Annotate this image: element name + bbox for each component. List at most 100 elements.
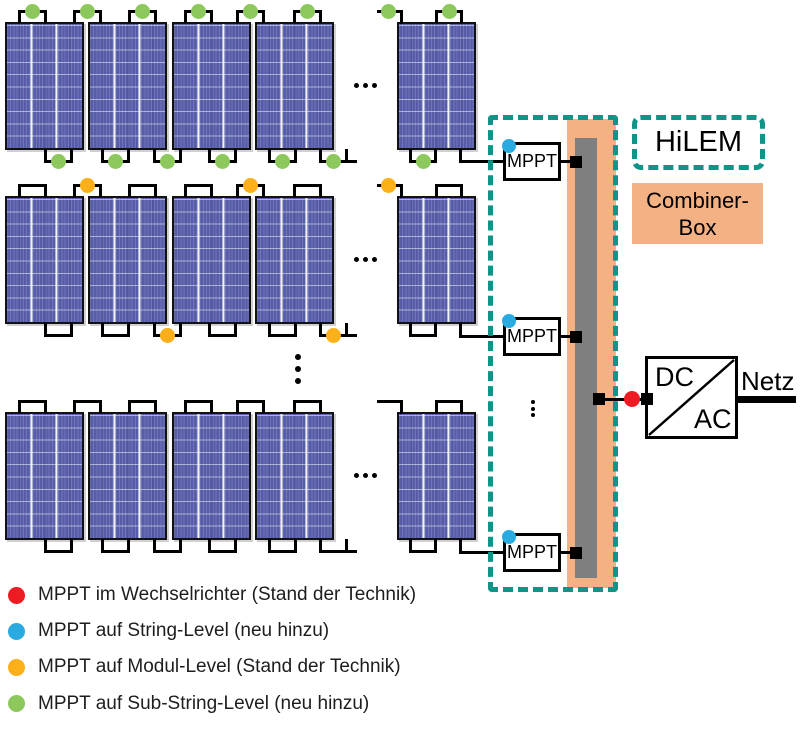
legend-dot	[8, 622, 25, 640]
inverter-dc-label: DC	[655, 362, 694, 392]
substring-mppt-dot	[441, 4, 457, 19]
hilem-label-box: HiLEM	[632, 115, 765, 170]
wiring-bracket-top	[183, 400, 213, 413]
wiring-bracket-bottom	[207, 323, 237, 337]
substring-mppt-dot	[415, 154, 431, 169]
solar-panel	[172, 196, 251, 324]
combiner-box-label-line2: Box	[678, 214, 717, 240]
string-to-mppt-wire	[459, 335, 507, 338]
inverter-mppt-dot	[624, 391, 640, 407]
solar-panel	[255, 22, 334, 150]
substring-mppt-dot	[24, 4, 40, 19]
module-mppt-dot	[79, 178, 95, 193]
wiring-bracket-bottom	[152, 539, 182, 553]
row-continues-ellipsis-dot	[372, 83, 377, 88]
substring-mppt-dot	[325, 154, 341, 169]
combiner-box-label-line1: Combiner-	[646, 187, 749, 213]
wiring-bracket-bottom	[267, 539, 297, 553]
string-to-mppt-wire	[459, 149, 462, 163]
row-continues-ellipsis-dot	[354, 473, 359, 478]
mppt-output-wire	[559, 551, 577, 554]
bus-connector	[570, 546, 582, 559]
module-mppt-dot	[159, 328, 175, 343]
row-continues-ellipsis-dot	[363, 473, 368, 478]
solar-panel	[397, 22, 476, 150]
solar-panel	[5, 412, 84, 540]
legend-dot	[8, 658, 25, 676]
grid-label: Netz	[741, 366, 795, 396]
more-rows-ellipsis-dot	[295, 366, 301, 372]
legend-label: MPPT auf String-Level (neu hinzu)	[38, 620, 330, 642]
substring-mppt-dot	[242, 4, 258, 19]
more-strings-ellipsis-dot	[531, 413, 535, 417]
wiring-bracket-bottom	[43, 539, 73, 553]
solar-panel	[88, 196, 167, 324]
legend-label: MPPT im Wechselrichter (Stand der Techni…	[38, 584, 417, 605]
wiring-bracket-bottom	[318, 539, 348, 553]
substring-mppt-dot	[50, 154, 66, 169]
mppt-output-wire	[559, 160, 577, 163]
solar-panel	[5, 196, 84, 324]
combiner-box-label: Combiner- Box	[632, 183, 763, 244]
substring-mppt-dot	[299, 4, 315, 19]
row-continues-ellipsis-dot	[363, 83, 368, 88]
row-continues-ellipsis-dot	[363, 257, 368, 262]
row-continues-ellipsis-dot	[372, 473, 377, 478]
string-continues-wire	[348, 550, 357, 553]
solar-panel	[255, 196, 334, 324]
string-lead-wire	[400, 184, 403, 198]
wiring-bracket-bottom	[409, 539, 437, 553]
string-to-mppt-wire	[459, 160, 507, 163]
substring-mppt-dot	[134, 4, 150, 19]
legend-dot	[8, 695, 25, 713]
bus-output-connector	[593, 393, 605, 405]
row-continues-ellipsis-dot	[354, 83, 359, 88]
module-mppt-dot	[242, 178, 258, 193]
dc-bus-bar	[575, 138, 597, 578]
solar-panel	[5, 22, 84, 150]
wiring-bracket-bottom	[207, 539, 237, 553]
wiring-bracket-top	[127, 184, 157, 197]
hilem-label: HiLEM	[654, 126, 742, 158]
inverter-diagonal	[648, 359, 735, 436]
wiring-bracket-bottom	[409, 323, 437, 337]
wiring-bracket-top	[235, 400, 265, 413]
mppt-string-dot	[502, 139, 516, 153]
legend-dot	[8, 586, 25, 604]
solar-panel	[397, 412, 476, 540]
substring-mppt-dot	[107, 154, 123, 169]
bus-connector	[570, 330, 582, 343]
string-to-mppt-wire	[459, 323, 462, 338]
solar-panel	[88, 412, 167, 540]
more-strings-ellipsis-dot	[531, 400, 535, 404]
wiring-bracket-top	[292, 184, 322, 197]
inverter-box: DC AC	[645, 356, 738, 439]
substring-mppt-dot	[159, 154, 175, 169]
bus-connector	[570, 155, 582, 168]
legend-label: MPPT auf Modul-Level (Stand der Technik)	[38, 656, 401, 678]
wiring-bracket-bottom	[100, 323, 130, 337]
module-mppt-dot	[380, 178, 396, 193]
mppt-string-dot	[502, 530, 516, 544]
substring-mppt-dot	[79, 4, 95, 19]
substring-mppt-dot	[190, 4, 206, 19]
row-continues-ellipsis-dot	[372, 257, 377, 262]
row-continues-ellipsis-dot	[354, 257, 359, 262]
wiring-bracket-bottom	[43, 323, 73, 337]
string-to-mppt-wire	[459, 539, 462, 554]
wiring-bracket-top	[435, 400, 463, 413]
string-continues-wire	[348, 334, 357, 337]
legend-label: MPPT auf Sub-String-Level (neu hinzu)	[38, 692, 370, 714]
wiring-bracket-top	[183, 184, 213, 197]
string-lead-wire	[400, 400, 403, 414]
wiring-bracket-top	[17, 184, 47, 197]
substring-mppt-dot	[380, 4, 396, 19]
inverter-ac-label: AC	[694, 404, 732, 434]
grid-output-line	[738, 396, 796, 403]
wiring-bracket-top	[435, 184, 463, 197]
string-continues-wire	[348, 160, 357, 163]
wiring-bracket-bottom	[267, 323, 297, 337]
string-to-mppt-wire	[459, 551, 507, 554]
wiring-bracket-top	[17, 400, 47, 413]
